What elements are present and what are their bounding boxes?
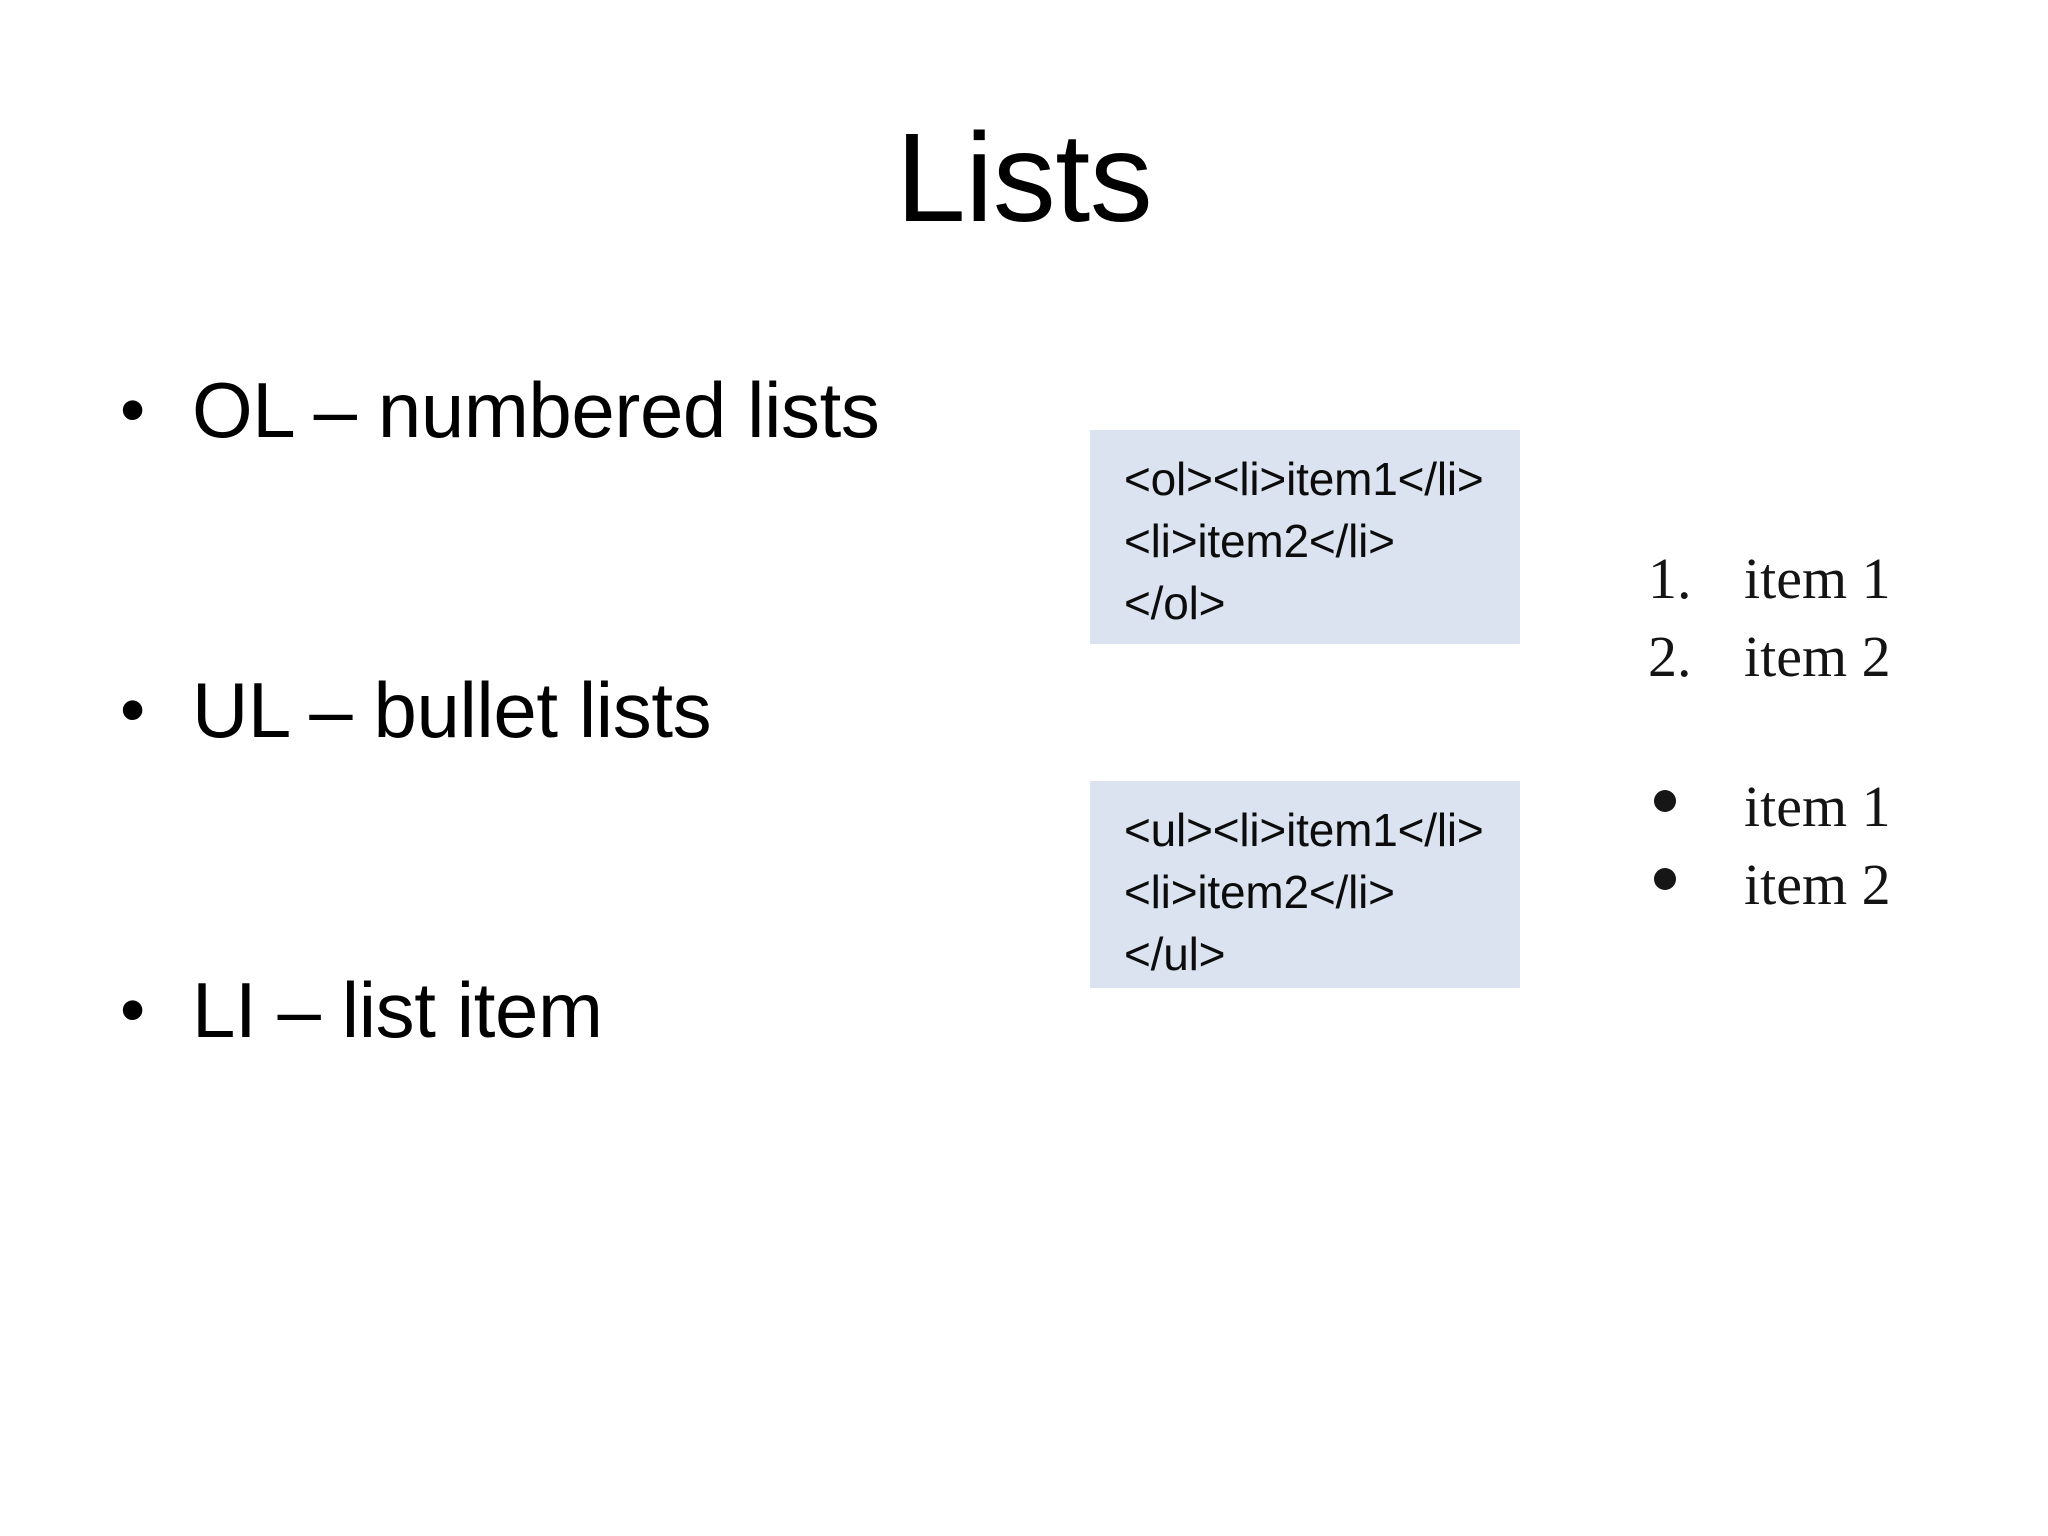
rendered-list-item-label: item 2	[1744, 624, 1891, 689]
rendered-list-item-label: item 1	[1744, 774, 1891, 839]
list-item-label: OL – numbered lists	[192, 366, 880, 454]
page-title: Lists	[895, 107, 1153, 248]
rendered-list-item: item 2	[1648, 846, 2008, 924]
bullet-point-icon: •	[120, 370, 146, 450]
code-line: <li>item2</li>	[1124, 866, 1395, 918]
ordered-list-code-snippet: <ol><li>item1</li> <li>item2</li> </ol>	[1090, 430, 1520, 644]
list-item-label: UL – bullet lists	[192, 666, 712, 754]
list-item: • OL – numbered lists	[120, 360, 1060, 460]
code-line: <ul><li>item1</li>	[1124, 804, 1484, 856]
unordered-list-rendered-output: item 1 item 2	[1648, 768, 2008, 924]
bullet-dot-icon	[1648, 846, 1744, 924]
ordinal-marker: 2.	[1648, 624, 1692, 689]
ordinal-marker: 1.	[1648, 546, 1692, 611]
bullet-dot-icon	[1648, 768, 1744, 846]
bullet-point-icon: •	[120, 670, 146, 750]
code-line: <ol><li>item1</li>	[1124, 453, 1484, 505]
list-item: • LI – list item	[120, 960, 1060, 1060]
rendered-list-item-label: item 1	[1744, 546, 1891, 611]
rendered-list-item: item 1	[1648, 768, 2008, 846]
code-line: <li>item2</li>	[1124, 515, 1395, 567]
bullet-point-icon: •	[120, 970, 146, 1050]
code-line: </ul>	[1124, 928, 1226, 980]
unordered-list-code-snippet: <ul><li>item1</li> <li>item2</li> </ul>	[1090, 781, 1520, 988]
rendered-list-item: 2. item 2	[1648, 618, 2008, 696]
rendered-list-item-label: item 2	[1744, 852, 1891, 917]
slide-body-bullet-list: • OL – numbered lists • UL – bullet list…	[120, 360, 1060, 1060]
rendered-list-item: 1. item 1	[1648, 540, 2008, 618]
code-line: </ol>	[1124, 577, 1226, 629]
ordered-list-rendered-output: 1. item 1 2. item 2	[1648, 540, 2008, 696]
list-item: • UL – bullet lists	[120, 660, 1060, 760]
list-item-label: LI – list item	[192, 966, 603, 1054]
